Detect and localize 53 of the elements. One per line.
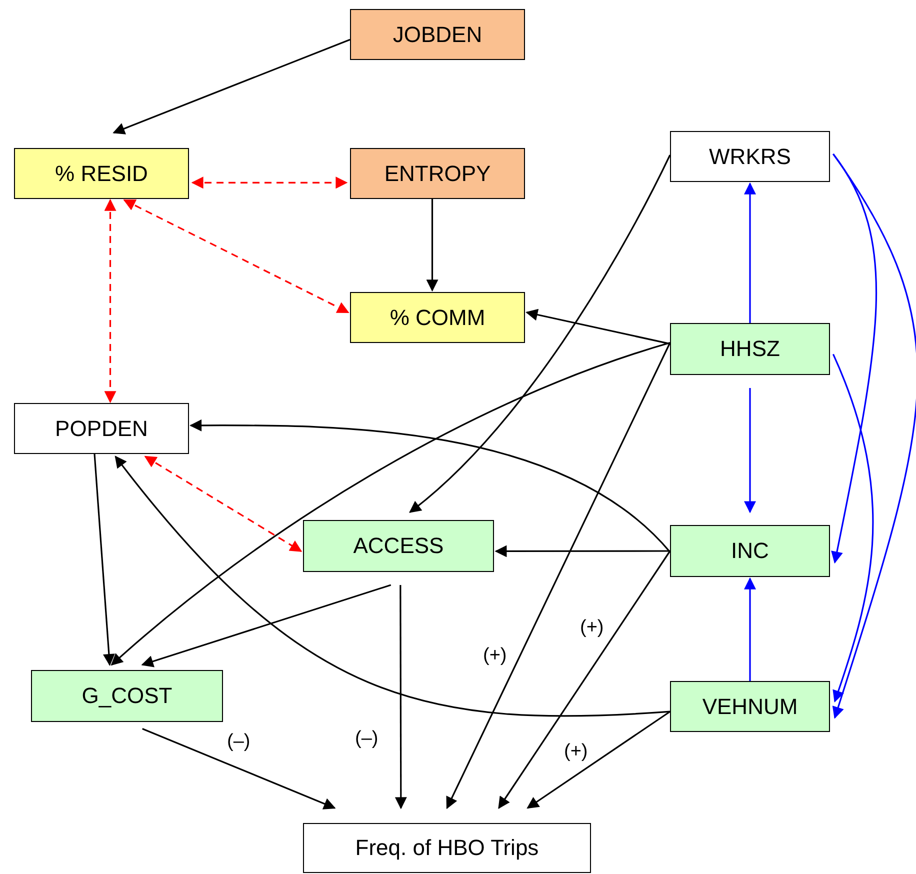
edge-label: (–) xyxy=(354,728,380,750)
variable-name: VEHNUM xyxy=(702,694,798,720)
arrow xyxy=(94,454,115,666)
variable-box xyxy=(670,681,830,732)
arrow xyxy=(123,199,350,314)
arrow xyxy=(498,550,671,809)
variable-box xyxy=(14,148,189,199)
variable-box xyxy=(31,670,223,722)
arrow xyxy=(446,342,671,810)
arrow xyxy=(104,198,116,404)
arrow xyxy=(409,154,671,513)
arrow xyxy=(744,388,756,514)
arrow xyxy=(144,456,302,552)
arrow xyxy=(141,584,392,668)
variable-name: HHSZ xyxy=(720,336,780,362)
variable-box xyxy=(670,323,830,375)
variable-box xyxy=(670,131,830,182)
variable-name: JOBDEN xyxy=(392,22,482,48)
arrow xyxy=(114,456,670,717)
variable-name: Freq. of HBO Trips xyxy=(355,835,539,861)
arrow xyxy=(832,154,916,719)
variable-name: ACCESS xyxy=(353,533,444,559)
arrow xyxy=(832,354,874,703)
variable-box xyxy=(350,9,525,60)
arrow xyxy=(191,176,348,189)
variable-name: POPDEN xyxy=(55,416,148,442)
variable-name: % RESID xyxy=(55,160,148,186)
arrow xyxy=(526,710,670,809)
arrow xyxy=(190,419,671,553)
variable-box xyxy=(670,525,830,577)
variable-box xyxy=(350,292,525,343)
arrow xyxy=(744,577,756,681)
variable-name: WRKRS xyxy=(709,144,791,170)
arrow xyxy=(110,342,670,666)
variable-name: G_COST xyxy=(82,683,172,709)
edge-label: (+) xyxy=(579,617,605,639)
edge-label: (–) xyxy=(226,731,252,753)
variable-box xyxy=(350,148,525,199)
arrow xyxy=(112,38,350,134)
variable-box xyxy=(14,403,189,454)
arrow xyxy=(831,154,877,564)
arrow xyxy=(494,545,670,558)
edge-label: (+) xyxy=(482,645,508,667)
variable-box xyxy=(303,823,591,873)
variable-box xyxy=(303,520,494,572)
arrow xyxy=(426,199,438,292)
arrow xyxy=(142,728,336,810)
variable-name: % COMM xyxy=(390,304,486,330)
arrow xyxy=(744,182,756,323)
variable-name: ENTROPY xyxy=(384,160,491,186)
variable-name: INC xyxy=(731,538,769,564)
edge-label: (+) xyxy=(563,741,589,763)
arrow xyxy=(394,585,407,810)
